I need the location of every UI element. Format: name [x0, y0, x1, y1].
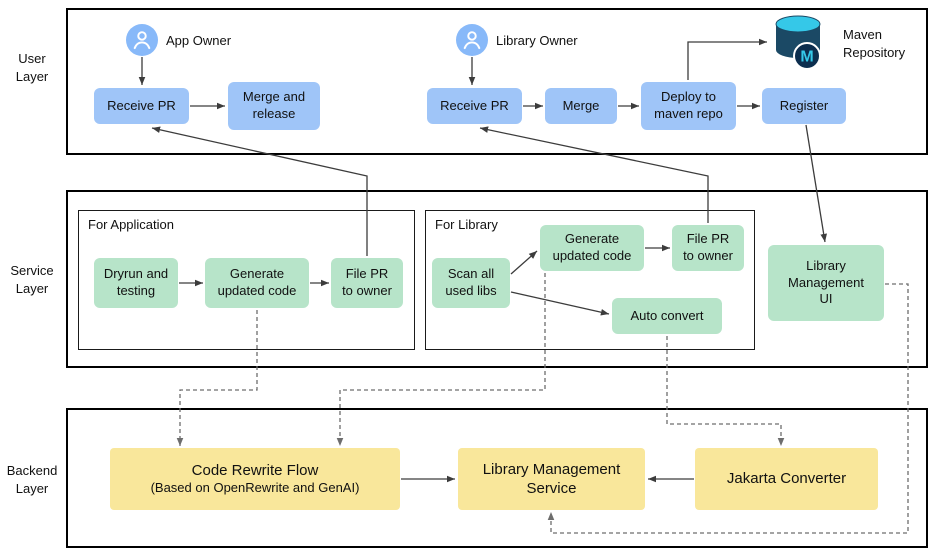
app-owner-label: App Owner: [166, 33, 232, 48]
service-layer-label: Service Layer: [10, 263, 54, 296]
jakarta-converter-node: Jakarta Converter: [695, 448, 878, 510]
dryrun-testing-node: Dryrun and testing: [94, 258, 178, 308]
deploy-to-maven-node: Deploy to maven repo: [641, 82, 736, 130]
receive-pr-app-node: Receive PR: [94, 88, 189, 124]
file-pr-to-owner-app-node: File PR to owner: [331, 258, 403, 308]
for-library-label: For Library: [435, 217, 498, 232]
person-icon: [133, 31, 151, 50]
auto-convert-node: Auto convert: [612, 298, 722, 334]
maven-repository-icon: M: [770, 12, 826, 77]
file-pr-to-owner-lib-node: File PR to owner: [672, 225, 744, 271]
library-management-ui-node: Library Management UI: [768, 245, 884, 321]
for-application-label: For Application: [88, 217, 174, 232]
backend-layer-label: Backend Layer: [6, 463, 58, 496]
person-icon: [463, 31, 481, 50]
library-owner-icon: [456, 24, 488, 56]
maven-m-letter: M: [800, 49, 813, 66]
code-rewrite-flow-node: Code Rewrite Flow (Based on OpenRewrite …: [110, 448, 400, 510]
scan-all-used-libs-node: Scan all used libs: [432, 258, 510, 308]
maven-repository-label: Maven Repository: [843, 27, 906, 60]
receive-pr-lib-node: Receive PR: [427, 88, 522, 124]
generate-updated-code-app-node: Generate updated code: [205, 258, 309, 308]
merge-and-release-node: Merge and release: [228, 82, 320, 130]
register-node: Register: [762, 88, 846, 124]
library-management-service-node: Library Management Service: [458, 448, 645, 510]
user-layer-label: User Layer: [15, 51, 49, 84]
library-owner-label: Library Owner: [496, 33, 578, 48]
merge-node: Merge: [545, 88, 617, 124]
database-cylinder-icon: M: [775, 15, 821, 70]
code-rewrite-flow-subtitle: (Based on OpenRewrite and GenAI): [150, 480, 360, 496]
app-owner-icon: [126, 24, 158, 56]
generate-updated-code-lib-node: Generate updated code: [540, 225, 644, 271]
code-rewrite-flow-title: Code Rewrite Flow: [191, 461, 319, 479]
